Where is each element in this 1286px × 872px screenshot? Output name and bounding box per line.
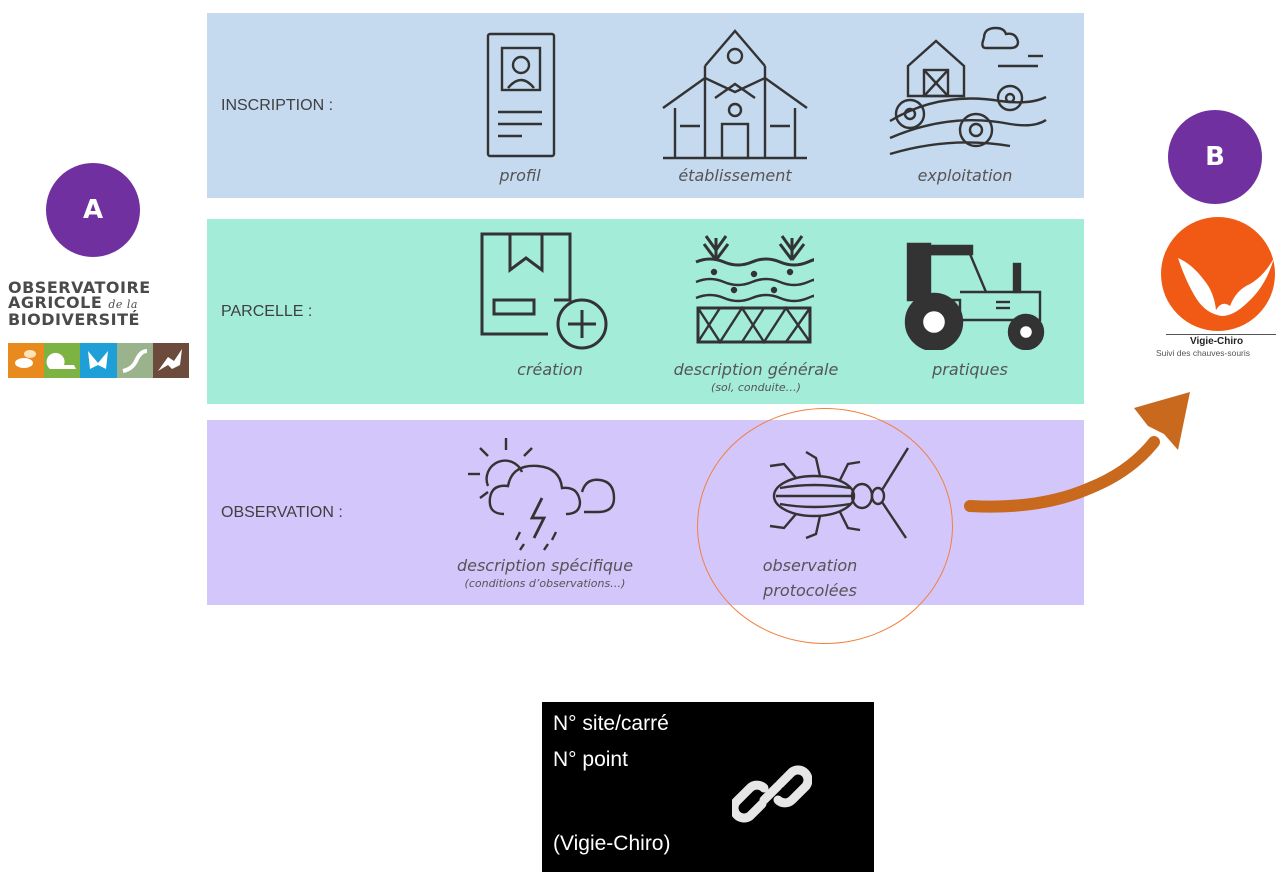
bat-silhouette-icon [1178, 258, 1274, 316]
vigie-chiro-logo: Vigie-Chiro Suivi des chauves-souris [1156, 216, 1286, 376]
bat-icon [158, 349, 182, 371]
oab-line2-small: de la [108, 298, 138, 311]
soil-layers-icon [694, 232, 814, 344]
site-number-label: N° site/carré [553, 712, 669, 735]
badge-a: A [46, 163, 140, 257]
weather-storm-icon [464, 436, 624, 552]
oab-line1: OBSERVATOIRE [8, 278, 151, 297]
caption-etablissement: établissement [650, 166, 820, 185]
caption-subtext: (sol, conduite…) [711, 381, 801, 394]
caption-text: exploitation [917, 166, 1013, 185]
caption-text: création [517, 360, 583, 379]
snail-icon [46, 352, 76, 369]
oab-line2: AGRICOLE de la [8, 295, 198, 312]
highlight-circle [697, 408, 953, 644]
caption-pratiques: pratiques [910, 360, 1030, 379]
caption-text: établissement [678, 166, 792, 185]
link-info-box: N° site/carré N° point (Vigie-Chiro) [542, 702, 874, 872]
butterfly-icon [88, 351, 108, 369]
oab-logo: OBSERVATOIRE AGRICOLE de la BIODIVERSITÉ [8, 278, 198, 329]
caption-description-generale: description générale (sol, conduite…) [666, 360, 846, 394]
vigie-chiro-name: Vigie-Chiro [1190, 336, 1244, 347]
row-label: PARCELLE : [221, 302, 313, 320]
caption-text: description spécifique [456, 556, 634, 575]
row-label: OBSERVATION : [221, 503, 343, 521]
oab-line3: BIODIVERSITÉ [8, 310, 140, 329]
caption-text: description générale [673, 360, 839, 379]
box-add-icon [478, 230, 610, 350]
school-building-icon [660, 26, 810, 160]
bee-icon [15, 358, 33, 368]
oab-species-strip [8, 343, 189, 378]
badge-b: B [1168, 110, 1262, 204]
caption-text: profil [499, 166, 541, 185]
profile-document-icon [486, 32, 558, 160]
caption-description-specifique: description spécifique (conditions d’obs… [430, 556, 660, 590]
farm-barn-icon [888, 26, 1048, 160]
worm-icon [122, 349, 148, 373]
point-number-label: N° point [553, 748, 628, 771]
tractor-icon [900, 240, 1050, 350]
vigie-chiro-tagline: Suivi des chauves-souris [1156, 348, 1251, 358]
caption-subtext: (conditions d’observations…) [464, 577, 626, 590]
caption-creation: création [490, 360, 610, 379]
row-label: INSCRIPTION : [221, 96, 334, 114]
caption-text: pratiques [932, 360, 1008, 379]
vigie-chiro-label: (Vigie-Chiro) [553, 832, 671, 855]
caption-exploitation: exploitation [890, 166, 1040, 185]
oab-line2-main: AGRICOLE [8, 293, 103, 312]
chain-link-icon [732, 765, 812, 823]
link-arrow [964, 392, 1190, 513]
caption-profil: profil [470, 166, 570, 185]
